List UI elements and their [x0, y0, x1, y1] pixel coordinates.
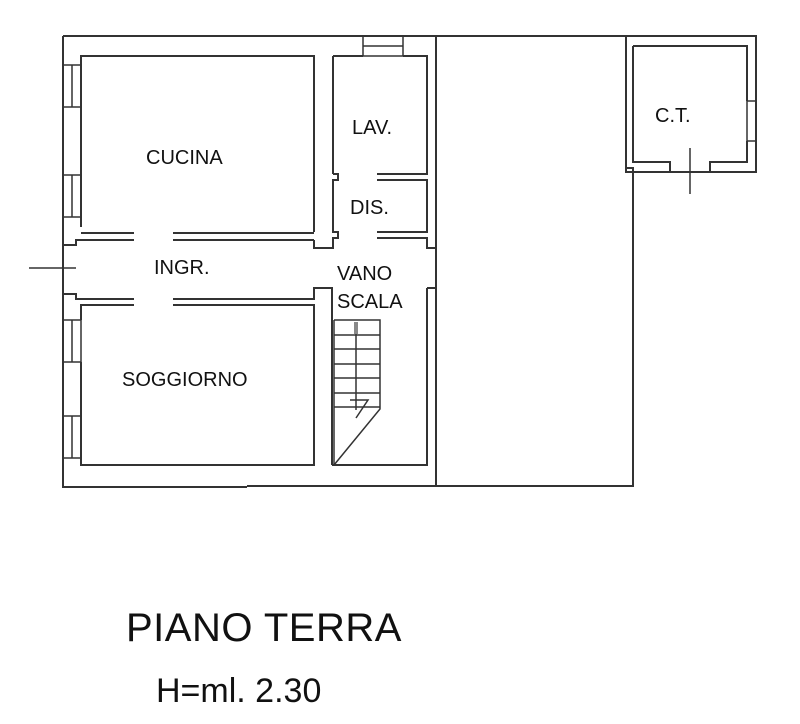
outer-walls: [62, 35, 634, 488]
plan-title: PIANO TERRA: [126, 606, 402, 650]
label-vano: VANO: [337, 263, 392, 285]
window-cucina-2: [62, 174, 82, 218]
room-ct: [625, 35, 757, 194]
label-dis: DIS.: [350, 197, 389, 219]
stair-direction-arrow-icon: [350, 399, 370, 419]
staircase: [333, 319, 381, 466]
room-lav: [332, 35, 428, 175]
label-scala: SCALA: [337, 291, 403, 313]
window-soggiorno-2: [62, 415, 82, 459]
label-lav: LAV.: [352, 117, 392, 139]
room-soggiorno: [80, 304, 315, 466]
room-vano-scala: [332, 287, 436, 466]
label-cucina: CUCINA: [146, 147, 223, 169]
room-dis: [313, 173, 436, 249]
window-ct: [746, 100, 757, 142]
window-cucina-1: [62, 64, 82, 108]
label-soggiorno: SOGGIORNO: [122, 369, 248, 391]
entrance-jamb-bottom: [63, 293, 134, 300]
entrance-jamb-top: [63, 239, 134, 246]
label-ingr: INGR.: [154, 257, 210, 279]
window-soggiorno-1: [62, 319, 82, 363]
label-ct: C.T.: [655, 105, 691, 127]
room-cucina: [80, 55, 315, 234]
ceiling-height-label: H=ml. 2.30: [156, 672, 322, 710]
